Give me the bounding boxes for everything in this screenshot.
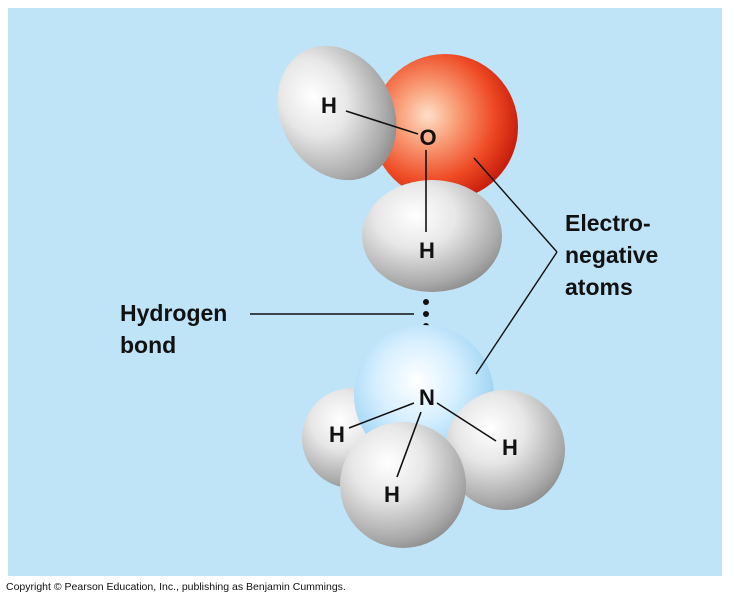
hydrogen-label-left: H <box>329 422 345 447</box>
electronegative-label: Electro- negative atoms <box>565 210 665 300</box>
hydrogen-label-upper: H <box>321 93 337 118</box>
hydrogen-atom-right <box>445 390 565 510</box>
hydrogen-atom-upper-left <box>277 45 397 181</box>
hydrogen-atom-bottom <box>340 422 466 548</box>
electronegative-leader-to-oxygen <box>473 157 558 253</box>
ammonia-molecule: N H H H <box>302 325 565 548</box>
electronegative-leader-to-nitrogen <box>475 251 558 375</box>
nh-bond-bottom <box>396 411 422 478</box>
hydrogen-atom-lower <box>362 180 502 292</box>
hydrogen-label-right: H <box>502 435 518 460</box>
oxygen-label: O <box>419 125 436 150</box>
electronegative-callout: Electro- negative atoms <box>473 157 665 375</box>
hydrogen-label-lower: H <box>419 238 435 263</box>
hydrogen-bond-label: Hydrogen bond <box>120 300 234 358</box>
copyright-notice: Copyright © Pearson Education, Inc., pub… <box>6 581 346 593</box>
oh-bond-upper <box>345 110 419 135</box>
hydrogen-bond-dots <box>423 299 429 329</box>
nitrogen-label: N <box>419 385 435 410</box>
oxygen-atom <box>372 54 518 200</box>
hydrogen-label-bottom: H <box>384 482 400 507</box>
nh-bond-right <box>436 402 497 442</box>
nh-bond-left <box>348 402 415 429</box>
hydrogen-bond-callout: Hydrogen bond <box>120 300 414 358</box>
water-molecule: O H H <box>277 45 518 292</box>
